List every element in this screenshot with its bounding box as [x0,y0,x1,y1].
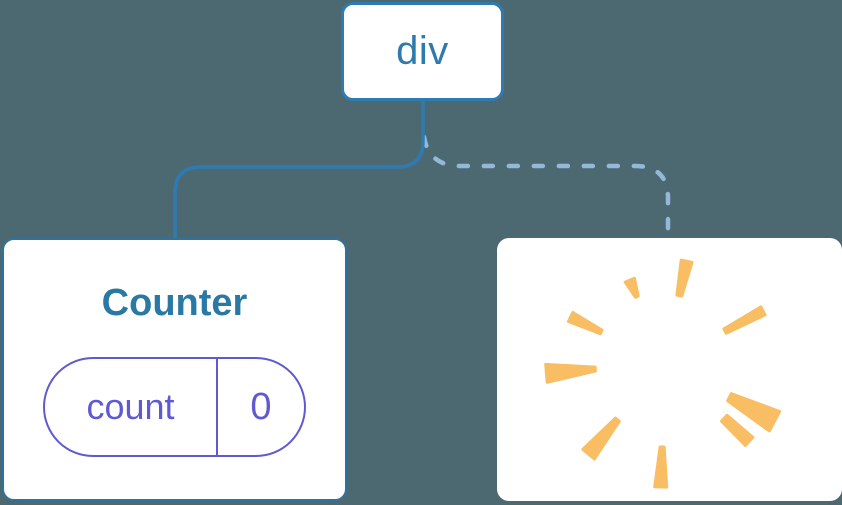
edge-div-to-removed-dashed [421,134,671,242]
poof-ray [722,305,767,335]
node-div-label: div [396,29,449,73]
poof-ray [720,413,755,447]
tree-node-removed [497,238,842,501]
state-pill: count 0 [43,357,306,457]
poof-burst-icon [544,258,782,489]
state-pill-key: count [45,359,218,455]
poof-ray [566,311,604,336]
tree-node-div: div [341,2,504,101]
poof-ray [623,276,640,299]
poof-ray [653,445,669,489]
state-pill-value: 0 [250,385,272,428]
tree-node-counter: Counter count 0 [2,238,347,501]
poof-ray [675,258,694,298]
poof-ray [544,362,597,384]
poof-ray [581,416,621,461]
poof-ray [726,392,782,433]
node-counter-title: Counter [101,282,248,324]
edge-div-to-counter-solid [173,100,425,239]
